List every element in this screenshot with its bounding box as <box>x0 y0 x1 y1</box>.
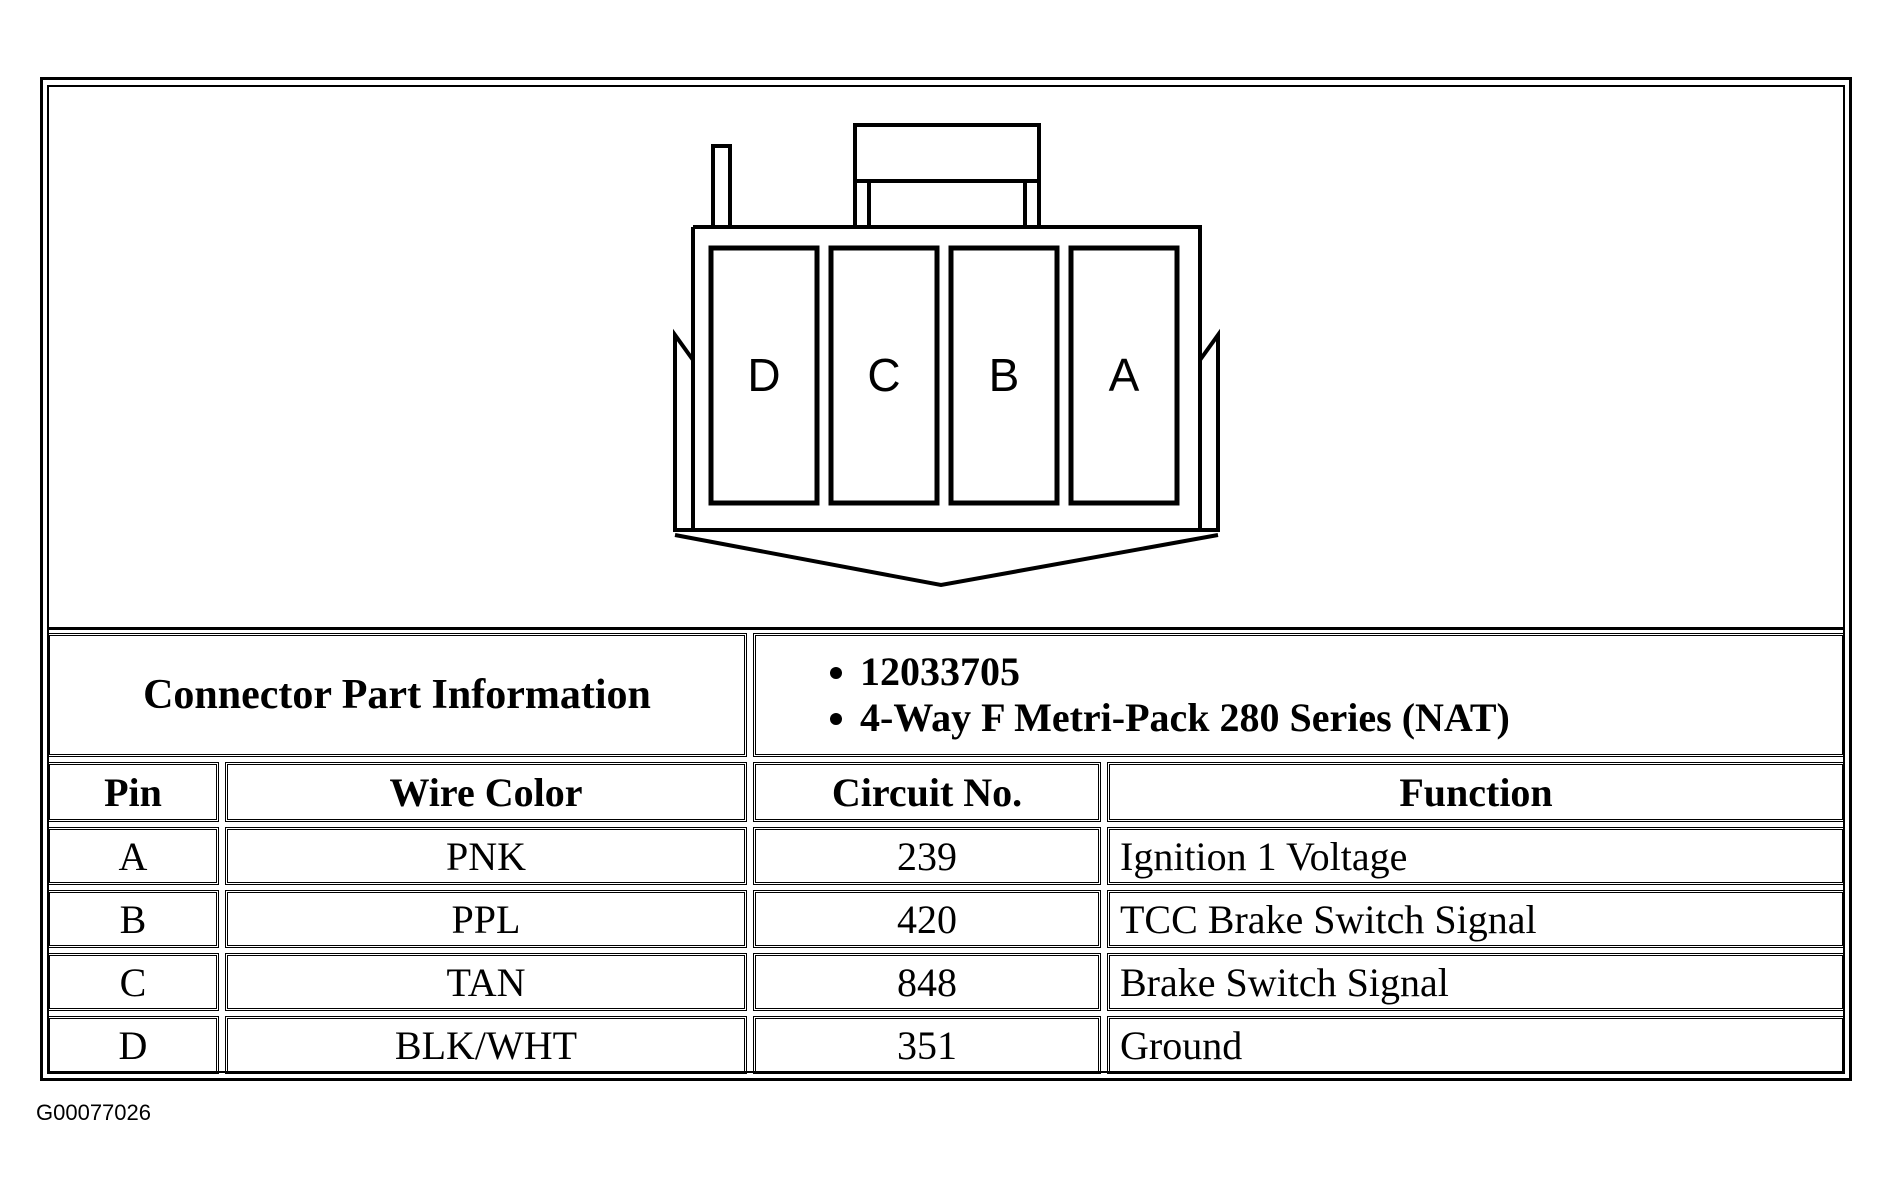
cell-function: Ground <box>1107 1016 1845 1074</box>
cavity-c <box>828 245 940 506</box>
header-circuit: Circuit No. <box>753 762 1101 822</box>
part-info-label-cell: Connector Part Information <box>47 633 747 757</box>
cell-circuit: 420 <box>753 890 1101 948</box>
bullet-icon <box>830 667 842 679</box>
header-wire-color: Wire Color <box>225 762 747 822</box>
cell-circuit: 239 <box>753 827 1101 885</box>
header-pin: Pin <box>47 762 219 822</box>
cell-circuit: 848 <box>753 953 1101 1011</box>
part-info-label: Connector Part Information <box>143 672 651 718</box>
part-info-list: 12033705 4-Way F Metri-Pack 280 Series (… <box>812 649 1510 741</box>
cell-circuit: 351 <box>753 1016 1101 1074</box>
cell-pin: B <box>47 890 219 948</box>
figure-id: G00077026 <box>36 1100 151 1125</box>
cell-function: TCC Brake Switch Signal <box>1107 890 1845 948</box>
cell-pin: C <box>47 953 219 1011</box>
cell-wire-color: PPL <box>225 890 747 948</box>
cell-wire-color: BLK/WHT <box>225 1016 747 1074</box>
latch-tab <box>711 144 732 227</box>
cavity-a <box>1068 245 1180 506</box>
part-info-item: 4-Way F Metri-Pack 280 Series (NAT) <box>812 695 1510 741</box>
part-info-value-cell: 12033705 4-Way F Metri-Pack 280 Series (… <box>753 633 1845 757</box>
cell-function: Ignition 1 Voltage <box>1107 827 1845 885</box>
header-function: Function <box>1107 762 1845 822</box>
cell-pin: D <box>47 1016 219 1074</box>
cell-pin: A <box>47 827 219 885</box>
cavity-label: D <box>747 349 780 401</box>
cell-function: Brake Switch Signal <box>1107 953 1845 1011</box>
cell-wire-color: PNK <box>225 827 747 885</box>
outer-frame <box>40 77 1852 1081</box>
cavity-label: B <box>989 349 1020 401</box>
connector-face-drawing: D C B A <box>673 123 1220 588</box>
cell-wire-color: TAN <box>225 953 747 1011</box>
diagram-divider <box>47 627 1845 630</box>
connector-body <box>693 225 1202 530</box>
part-info-item: 12033705 <box>812 649 1510 695</box>
cavity-label: A <box>1109 349 1140 401</box>
cavity-b <box>948 245 1060 506</box>
lock-posts <box>853 181 1041 227</box>
cavity-d <box>708 245 820 506</box>
lock-housing <box>853 123 1041 183</box>
side-flanges <box>673 328 1220 532</box>
cavity-label: C <box>867 349 900 401</box>
connector-diagram: D C B A <box>47 85 1845 629</box>
bottom-chevron <box>674 533 1219 588</box>
bullet-icon <box>830 713 842 725</box>
